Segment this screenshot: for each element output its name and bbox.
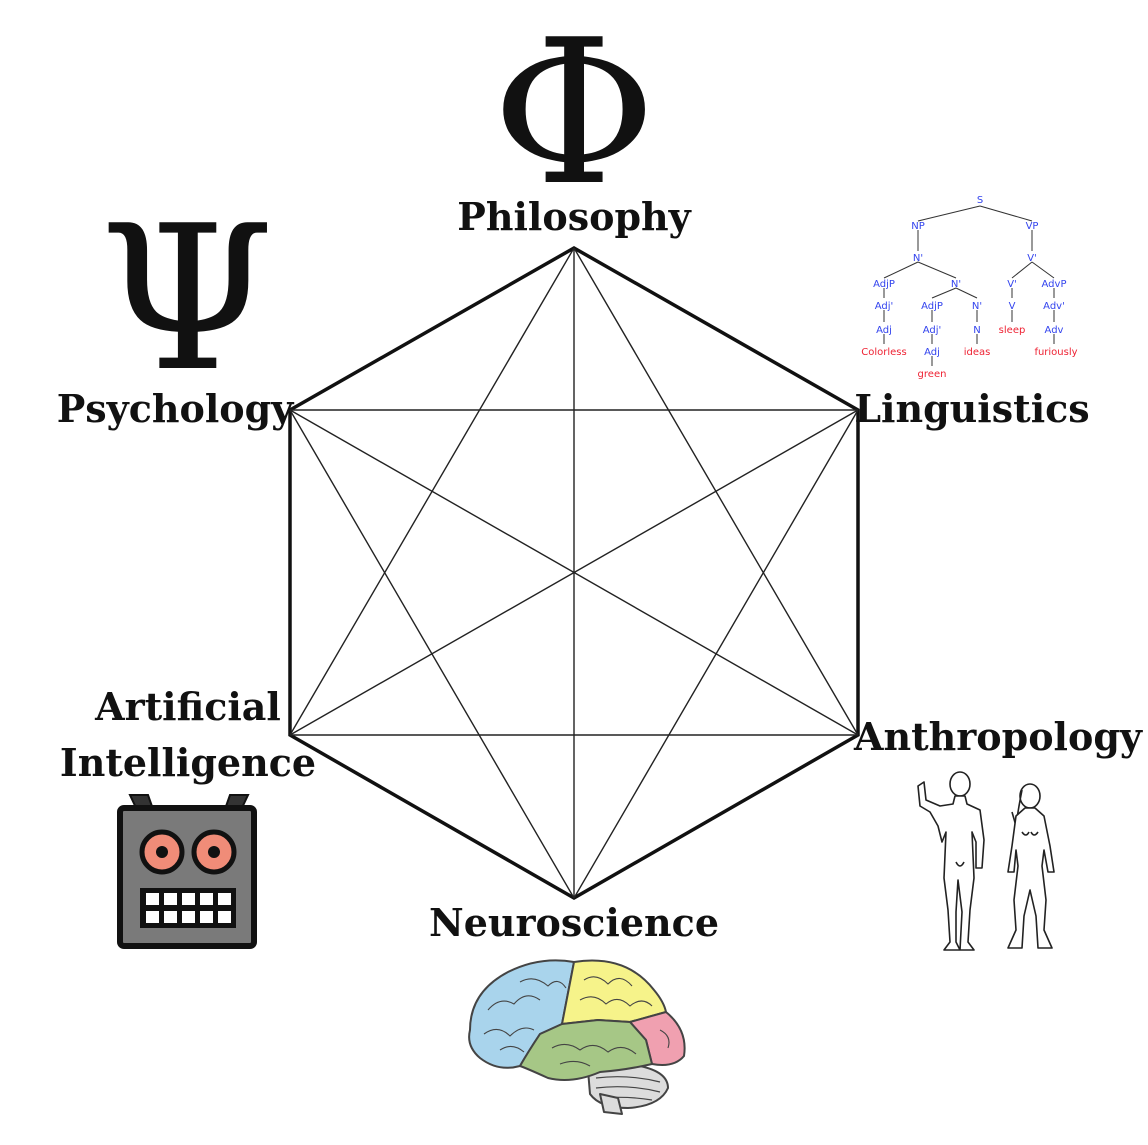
tree-node-vbar-1: V' [1027, 253, 1037, 264]
label-intelligence: Intelligence [60, 740, 316, 785]
tree-node-nbar-3: N' [972, 301, 982, 312]
label-neuroscience: Neuroscience [429, 900, 719, 945]
tree-node-nbar-2: N' [951, 279, 961, 290]
tree-node-adj-1: Adj [876, 325, 892, 336]
tree-node-v: V [1009, 301, 1016, 312]
tree-node-advbar: Adv' [1043, 301, 1065, 312]
tree-node-nbar-1: N' [913, 253, 923, 264]
human-figures-icon [917, 771, 1055, 951]
syntax-tree-illustration: S NP VP N' V' AdjP N' V' AdvP Adj' AdjP … [861, 195, 1077, 380]
brain-icon [468, 959, 686, 1115]
robot-icon [117, 794, 257, 949]
label-psychology: Psychology [57, 386, 295, 431]
label-anthropology: Anthropology [853, 714, 1143, 759]
tree-node-adv: Adv [1045, 325, 1064, 336]
tree-node-vbar-2: V' [1007, 279, 1017, 290]
hexagon-connections [289, 247, 859, 899]
tree-leaf-furiously: furiously [1034, 347, 1077, 358]
tree-node-adjbar-2: Adj' [923, 325, 942, 336]
psi-symbol: Ψ [99, 183, 274, 416]
tree-node-advp: AdvP [1042, 279, 1067, 290]
tree-node-n: N [973, 325, 980, 336]
tree-node-adjbar-1: Adj' [875, 301, 894, 312]
tree-node-adjp-1: AdjP [873, 279, 895, 290]
tree-node-np: NP [911, 221, 925, 232]
tree-node-adjp-2: AdjP [921, 301, 943, 312]
tree-node-s: S [977, 195, 983, 206]
tree-node-adj-2: Adj [924, 347, 940, 358]
label-philosophy: Philosophy [457, 194, 691, 239]
phi-symbol: Φ [492, 0, 656, 230]
label-artificial: Artificial [94, 684, 281, 729]
tree-leaf-sleep: sleep [999, 325, 1026, 336]
tree-leaf-colorless: Colorless [861, 347, 906, 358]
label-linguistics: Linguistics [854, 386, 1089, 431]
tree-leaf-green: green [918, 369, 947, 380]
tree-leaf-ideas: ideas [964, 347, 991, 358]
tree-node-vp: VP [1026, 221, 1039, 232]
